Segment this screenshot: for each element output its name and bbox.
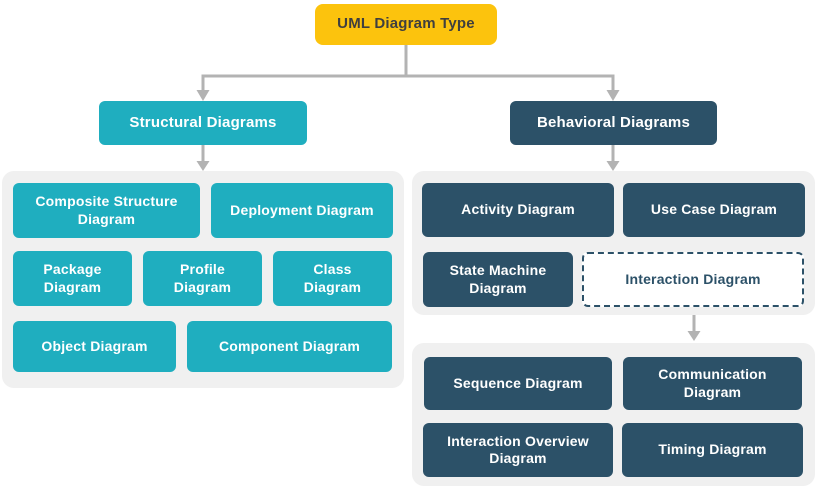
node-sequence-diagram: Sequence Diagram (424, 357, 612, 410)
node-state-machine-diagram: State Machine Diagram (423, 252, 573, 307)
node-activity-diagram: Activity Diagram (422, 183, 614, 237)
node-interaction-overview-diagram: Interaction Overview Diagram (423, 423, 613, 477)
node-package-diagram: Package Diagram (13, 251, 132, 306)
node-component-diagram: Component Diagram (187, 321, 392, 372)
arrowhead-to-structural (196, 90, 210, 101)
node-communication-diagram: Communication Diagram (623, 357, 802, 410)
node-interaction-diagram: Interaction Diagram (582, 252, 804, 307)
node-class-diagram: Class Diagram (273, 251, 392, 306)
root-node-uml-diagram-type: UML Diagram Type (315, 4, 497, 45)
branch-node-structural-diagrams: Structural Diagrams (99, 101, 307, 145)
arrowhead-to-structural-panel (196, 161, 210, 171)
branch-node-behavioral-diagrams: Behavioral Diagrams (510, 101, 717, 145)
node-composite-structure-diagram: Composite Structure Diagram (13, 183, 200, 238)
node-deployment-diagram: Deployment Diagram (211, 183, 393, 238)
node-object-diagram: Object Diagram (13, 321, 176, 372)
node-timing-diagram: Timing Diagram (622, 423, 803, 477)
node-use-case-diagram: Use Case Diagram (623, 183, 805, 237)
connector-top-elbow (201, 74, 615, 92)
arrowhead-to-behavioral (606, 90, 620, 101)
node-profile-diagram: Profile Diagram (143, 251, 262, 306)
arrowhead-to-interaction-panel (687, 331, 701, 341)
arrowhead-to-behavioral-panel (606, 161, 620, 171)
